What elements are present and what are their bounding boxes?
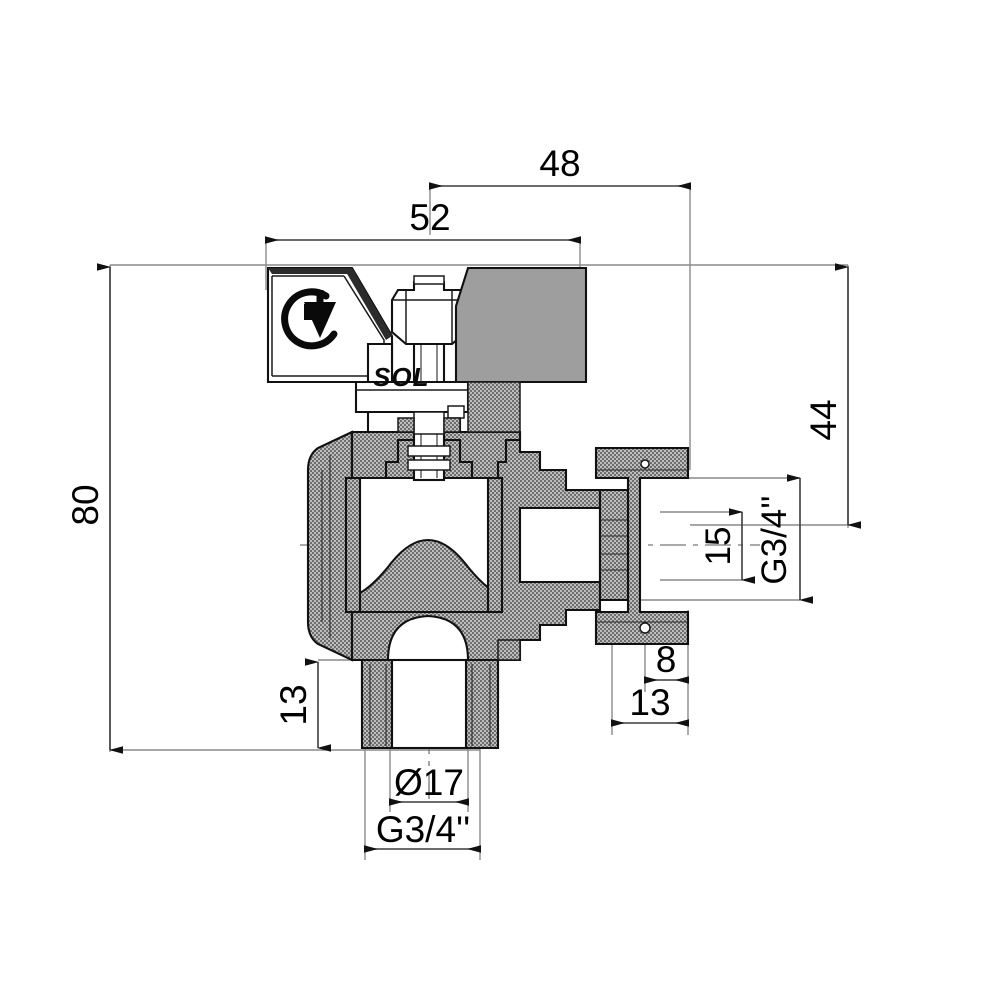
handle-stem-slot bbox=[413, 411, 445, 435]
dimension-44: 44 bbox=[803, 263, 861, 529]
dimension-48: 48 bbox=[429, 143, 691, 190]
dimension-80: 80 bbox=[65, 263, 123, 754]
dimension-13-right: 13 bbox=[611, 682, 689, 727]
dimension-48-label: 48 bbox=[539, 143, 580, 184]
dimension-thread-bottom-label: G3/4'' bbox=[376, 809, 470, 850]
valve-inlet-wall-left bbox=[360, 658, 394, 750]
valve-stem-collar-2 bbox=[407, 459, 451, 471]
union-nut-pinhole bbox=[639, 622, 651, 634]
valve-stem-collar-1 bbox=[407, 445, 451, 457]
dimension-8: 8 bbox=[644, 639, 689, 684]
valve-outlet-bore bbox=[518, 506, 602, 584]
dimension-52: 52 bbox=[265, 197, 581, 244]
valve-inlet-bore bbox=[390, 658, 468, 750]
dimension-thread-right: G3/4'' bbox=[755, 474, 813, 604]
valve-inlet-wall-right bbox=[464, 658, 500, 750]
handle-packing-left bbox=[397, 417, 415, 433]
handle-left-wing-bevel bbox=[346, 268, 392, 340]
dimension-52-label: 52 bbox=[409, 197, 450, 238]
valve-seat-right bbox=[486, 476, 504, 614]
handle-right-underside bbox=[467, 381, 521, 433]
dimension-bore-diameter: Ø17 bbox=[389, 762, 469, 806]
valve-body-step bbox=[497, 639, 521, 661]
gland-nut bbox=[390, 280, 468, 346]
valve-body-group bbox=[306, 298, 690, 750]
dimension-80-label: 80 bbox=[65, 484, 106, 525]
dimension-15: 15 bbox=[699, 508, 755, 584]
valve-seat-left bbox=[344, 476, 362, 614]
dimension-8-label: 8 bbox=[656, 639, 677, 680]
dimension-thread-right-label: G3/4'' bbox=[755, 495, 794, 584]
brand-mark-text: SOL bbox=[373, 362, 429, 392]
valve-union-nut bbox=[594, 446, 690, 646]
butterfly-handle-group: SOL bbox=[266, 266, 588, 435]
handle-left-wing-edge bbox=[268, 268, 356, 274]
dimension-15-label: 15 bbox=[699, 527, 738, 566]
dimension-thread-bottom: G3/4'' bbox=[364, 809, 481, 853]
dimension-44-label: 44 bbox=[803, 399, 844, 440]
dimension-13-right-label: 13 bbox=[629, 682, 670, 723]
dimension-13-left: 13 bbox=[273, 658, 331, 752]
circular-arrow-down-icon bbox=[281, 288, 338, 350]
gland-nut-cap bbox=[413, 275, 445, 285]
dimension-13-left-label: 13 bbox=[273, 684, 314, 725]
valve-ball-element bbox=[354, 538, 502, 614]
handle-right-wing bbox=[454, 266, 588, 384]
dimension-bore-diameter-label: Ø17 bbox=[394, 762, 464, 803]
handle-packing-right bbox=[443, 417, 461, 433]
handle-collar-tab bbox=[447, 405, 465, 419]
union-nut-pinhole-top bbox=[640, 459, 650, 469]
valve-ball-lower bbox=[386, 614, 470, 662]
